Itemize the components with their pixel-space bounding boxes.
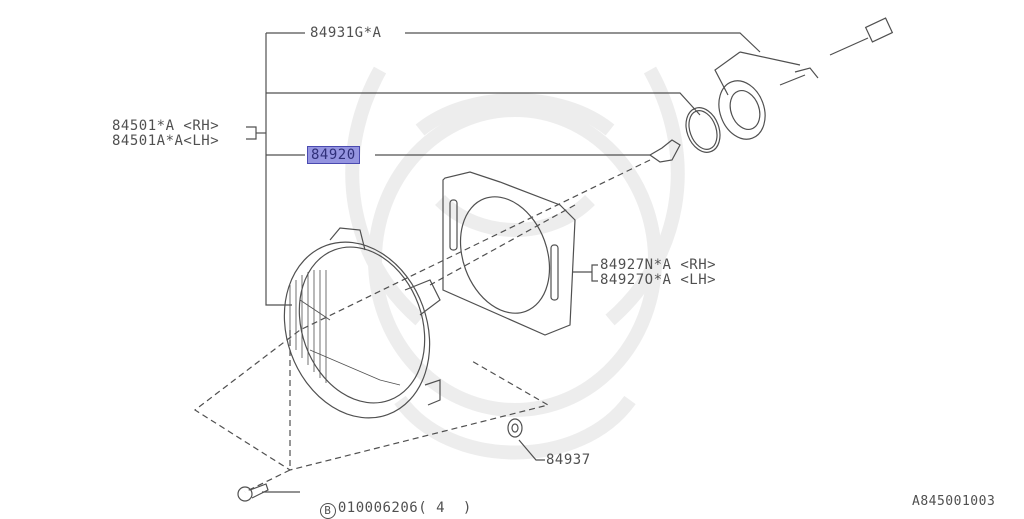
- bracket-plate: [442, 171, 576, 336]
- figure-id: A845001003: [912, 494, 996, 509]
- headlight-lens: [283, 241, 431, 419]
- bolt-symbol-icon: B: [319, 503, 336, 519]
- bolt-part-number: 010006206: [337, 500, 419, 516]
- part-label-84501-rh[interactable]: 84501*A <RH>: [112, 118, 220, 134]
- part-label-84937[interactable]: 84937: [546, 452, 591, 468]
- part-label-84920[interactable]: 84920: [307, 146, 360, 164]
- part-label-84927O-lh[interactable]: 84927O*A <LH>: [600, 272, 717, 288]
- part-label-84927N-rh[interactable]: 84927N*A <RH>: [600, 257, 717, 273]
- leader-main-vertical: [265, 33, 292, 306]
- bolt-quantity: ( 4 ): [418, 500, 472, 516]
- part-label-84931G[interactable]: 84931G*A: [310, 25, 382, 41]
- watermark-logo: [345, 66, 685, 460]
- part-label-84501A-lh[interactable]: 84501A*A<LH>: [112, 133, 220, 149]
